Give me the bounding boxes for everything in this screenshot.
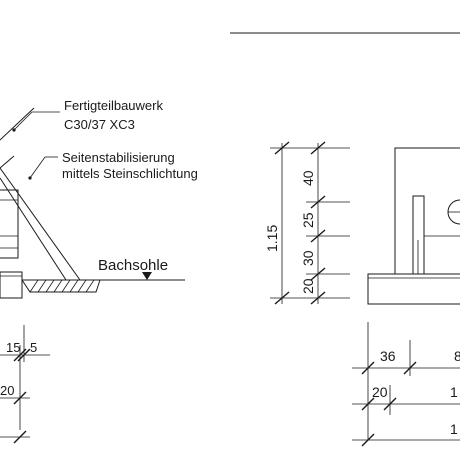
right-section: 36 8 20 1 1 <box>352 147 460 447</box>
dim-tick <box>13 430 27 444</box>
dim-30: 30 <box>300 250 316 266</box>
dim-left-20: 20 <box>0 383 14 398</box>
dim-tick <box>361 433 375 447</box>
dim-tick <box>310 291 326 305</box>
dim-tick <box>361 361 375 375</box>
leader-line-stab <box>29 156 46 179</box>
dim-tick <box>17 348 31 362</box>
inner-opening <box>412 195 425 275</box>
precast-label-line2: C30/37 XC3 <box>64 117 135 132</box>
precast-label-line1: Fertigteilbauwerk <box>64 98 163 113</box>
streambed-label: Bachsohle <box>98 257 168 274</box>
stone-slope-line <box>0 167 81 281</box>
leader-dot <box>28 176 32 180</box>
vertical-dimension-chain: 1.15 40 25 30 20 <box>264 141 350 305</box>
stab-label-line2: mittels Steinschlichtung <box>62 166 198 181</box>
dim-tick <box>310 267 326 281</box>
dim-right-partial-a: 8 <box>454 348 460 364</box>
precast-wall-outline <box>0 189 19 259</box>
dim-tick <box>361 397 375 411</box>
dim-tick <box>310 141 326 155</box>
dim-tick <box>310 195 326 209</box>
dim-left-15: 15 <box>6 340 20 355</box>
dim-25: 25 <box>300 212 316 228</box>
leader-line-precast <box>13 111 33 131</box>
streambed-level-marker <box>142 272 152 280</box>
dim-tick <box>13 348 27 362</box>
dim-40: 40 <box>300 170 316 186</box>
left-section: Bachsohle Fertigteilbauwerk C30/37 XC3 S… <box>0 98 198 444</box>
stab-label-line1: Seitenstabilisierung <box>62 150 175 165</box>
dim-right-36: 36 <box>380 348 396 364</box>
dim-tick <box>13 391 27 405</box>
foundation-slab <box>0 271 23 299</box>
dim-right-20: 20 <box>372 384 388 400</box>
dim-20: 20 <box>300 278 316 294</box>
dim-tick <box>274 291 290 305</box>
dim-tick <box>383 397 397 411</box>
dim-right-partial-c: 1 <box>450 421 458 437</box>
stone-slope-line <box>0 177 67 281</box>
ground-edge <box>21 279 101 293</box>
dim-left-5: 5 <box>30 340 37 355</box>
stone-slope-line <box>0 155 15 169</box>
dim-right-partial-b: 1 <box>450 384 458 400</box>
stone-slope-line <box>0 107 35 141</box>
ground-hatch <box>29 279 95 293</box>
dim-total-115: 1.15 <box>264 225 280 252</box>
dim-tick <box>274 141 290 155</box>
dim-tick <box>310 229 326 243</box>
base-slab <box>367 273 460 305</box>
wall-outline <box>394 147 460 274</box>
dim-tick <box>403 361 417 375</box>
leader-dot <box>12 128 16 132</box>
